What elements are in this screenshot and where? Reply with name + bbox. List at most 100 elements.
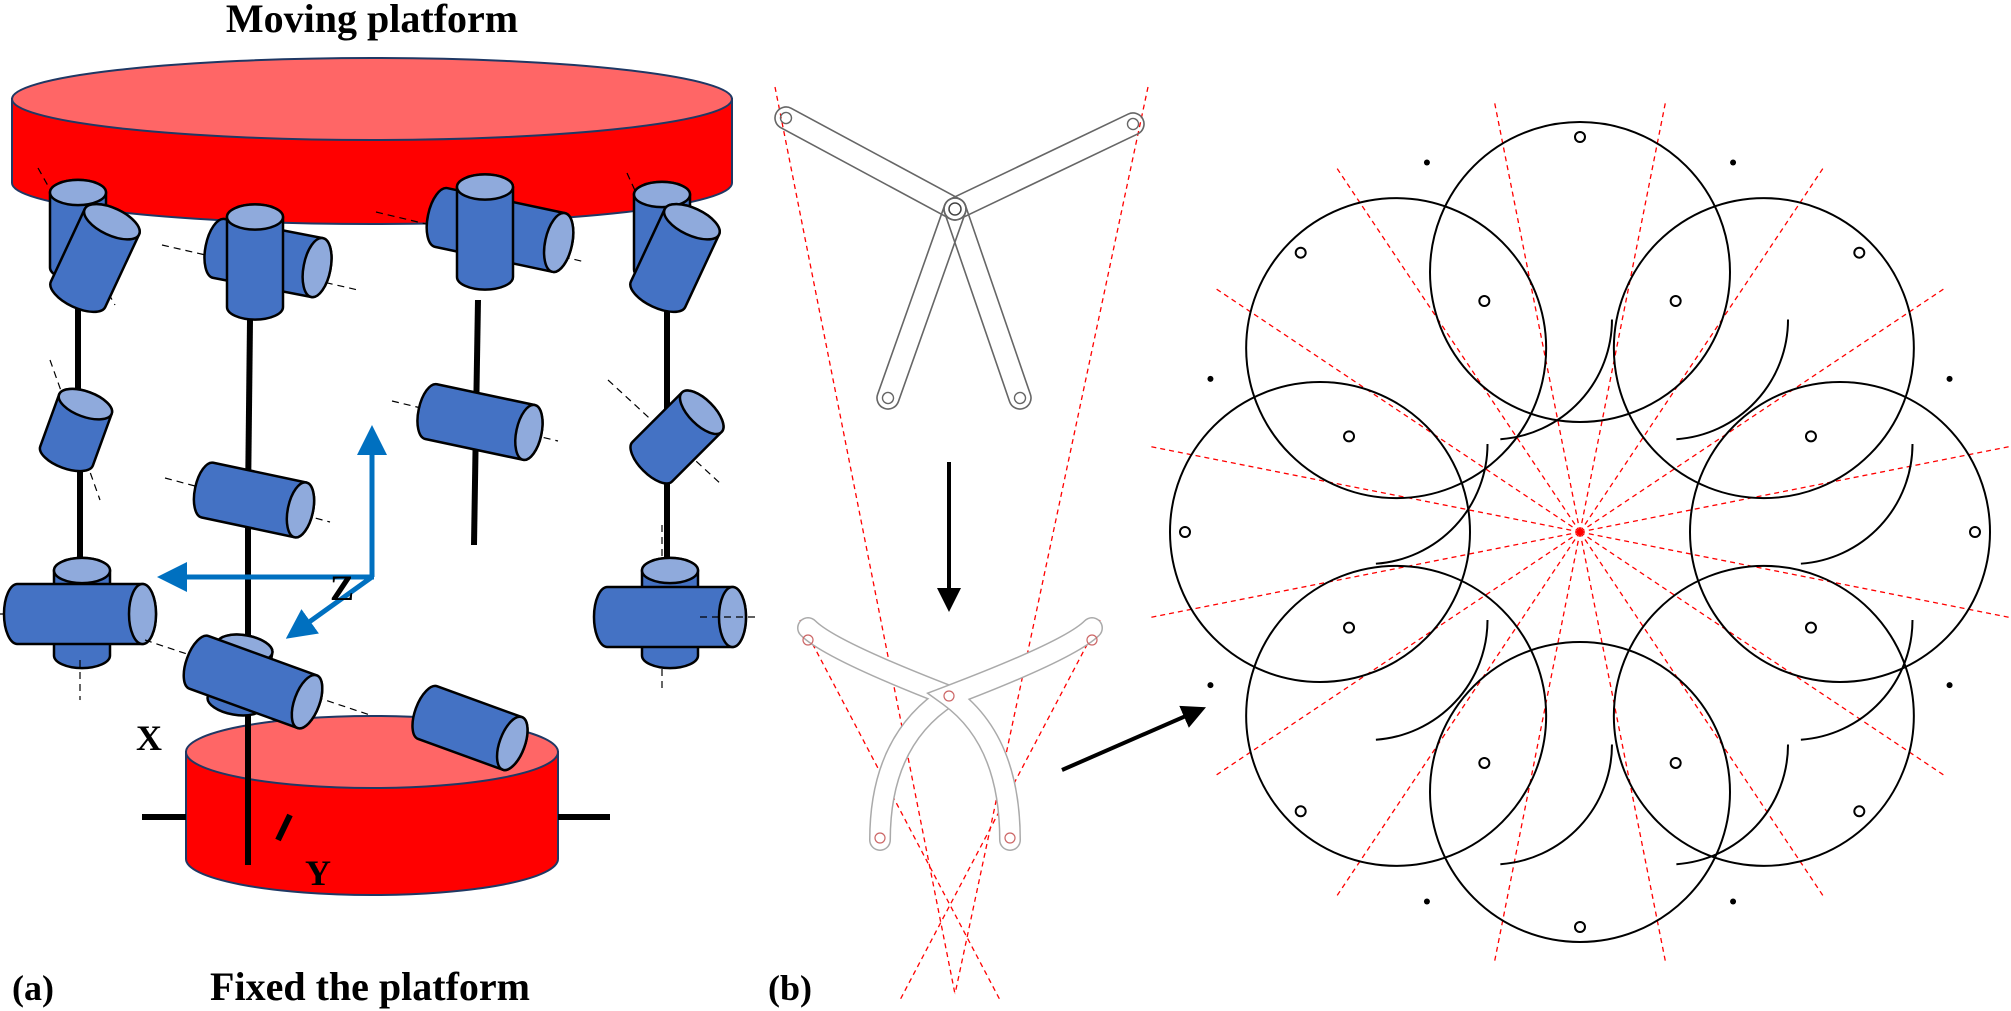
joint-end-face: [52, 556, 112, 585]
y-axis-label: Y: [305, 853, 331, 893]
inner-link-arc: [1246, 322, 1489, 565]
link-pin: [1013, 391, 1027, 405]
petal-outer-arc: [1612, 197, 1915, 500]
petal-outer-arc: [1245, 197, 1548, 500]
flower-pin-outer: [1853, 805, 1866, 818]
joint-end-face: [290, 673, 324, 730]
link-outline: [876, 197, 967, 410]
joint-end-face: [678, 389, 725, 436]
petal-outer-arc: [1429, 121, 1731, 423]
joint-end-face: [225, 203, 285, 231]
link-lower-left: [876, 197, 967, 410]
transition-arrow-diagonal: [1061, 705, 1206, 772]
leg2-base-joint-b: [182, 634, 324, 730]
panel-a-label: (a): [12, 968, 54, 1008]
flower-pin-outer: [1574, 131, 1586, 143]
guide-line: [774, 86, 956, 995]
inner-link-arc: [1671, 499, 1914, 742]
joint-axis-line: [144, 639, 371, 716]
radial-guide-line: [1579, 100, 1667, 533]
joint-end-face: [542, 211, 575, 274]
pin-joint: [1004, 832, 1016, 844]
joint-end-face: [82, 202, 141, 241]
inner-link-arc: [1370, 198, 1613, 441]
curved-link-right-fill: [929, 618, 1102, 850]
flower-joint-point: [1207, 375, 1214, 382]
flower-pin-outer: [1179, 526, 1191, 538]
radial-guide-line: [1148, 445, 1581, 533]
radial-guide-line: [1335, 531, 1581, 899]
flower-pin-inner: [1343, 430, 1356, 443]
link-outline: [774, 106, 967, 221]
flower-pin-inner: [1343, 621, 1356, 634]
link-pin: [881, 391, 895, 405]
petal-outer-arc: [1245, 564, 1548, 867]
link-lower-right: [943, 197, 1032, 410]
joint-end-face: [455, 173, 515, 201]
leg2-top-joint-vertical: [225, 203, 285, 321]
pin-joint: [943, 690, 955, 702]
pin-joint: [874, 832, 886, 844]
fixed-platform-side: [185, 751, 559, 896]
radial-guide-line: [1493, 531, 1581, 964]
moving-platform-top: [11, 57, 733, 141]
radial-guide-line: [1579, 531, 1947, 777]
flower-pin-outer: [1294, 246, 1307, 259]
joint-end-face: [285, 481, 316, 539]
radial-guide-line: [1213, 287, 1581, 533]
flower-joint-point: [1946, 375, 1953, 382]
link-pin: [779, 111, 793, 125]
leg4-middle-joint: [629, 389, 725, 485]
joint-end-face: [632, 180, 692, 209]
radial-guide-line: [1579, 287, 1947, 533]
radial-guide-line: [1579, 531, 1825, 899]
flower-pin-inner: [1478, 295, 1491, 308]
radial-guide-line: [1579, 531, 2011, 619]
flower-pin-outer: [1969, 526, 1981, 538]
leg3-top-joint-vertical: [455, 173, 515, 291]
inner-link-arc: [1547, 198, 1790, 441]
leg1-base-joint-horizontal: [2, 582, 158, 646]
flower-pin-inner: [1669, 295, 1682, 308]
flower-pin-outer: [1294, 805, 1307, 818]
inner-link-arc: [1370, 623, 1613, 866]
radial-guide-line: [1579, 445, 2011, 533]
flower-pin-inner: [1669, 756, 1682, 769]
joint-end-face: [662, 202, 721, 241]
leg1-middle-joint: [38, 387, 114, 473]
inner-link-arc: [1547, 623, 1790, 866]
leg1-top-joint-b: [49, 202, 141, 314]
link-upper-left: [774, 106, 967, 221]
leg3-base-joint: [411, 684, 529, 772]
radial-guide-line: [1213, 531, 1581, 777]
petal-outer-arc: [1689, 381, 1991, 683]
z-axis-label: Z: [330, 568, 354, 608]
joint-end-face: [48, 178, 108, 207]
panel-b-label: (b): [768, 968, 812, 1008]
radial-guide-line: [1579, 531, 1667, 964]
radial-guide-line: [1579, 165, 1825, 533]
leg-link: [275, 813, 293, 842]
x-axis-label: X: [136, 718, 162, 758]
leg3-middle-joint: [416, 382, 544, 462]
y-axis-arrow: [285, 574, 374, 639]
flower-center: [1577, 529, 1583, 535]
radial-guide-line: [1335, 165, 1581, 533]
inner-link-arc: [1246, 499, 1489, 742]
panel-a-mechanism: [0, 57, 760, 896]
flower-pin-inner: [1804, 430, 1817, 443]
flower-joint-point: [1730, 159, 1737, 166]
petal-outer-arc: [1612, 564, 1915, 867]
flower-pin-outer: [1574, 921, 1586, 933]
petal-outer-arc: [1169, 381, 1471, 683]
joint-end-face: [495, 715, 529, 772]
pin-joint: [1086, 634, 1098, 646]
leg2-middle-joint: [192, 461, 316, 539]
joint-end-face: [640, 556, 700, 585]
joint-end-face: [127, 582, 158, 646]
flower-joint-point: [1730, 898, 1737, 905]
joint-body: [629, 389, 725, 485]
flower-joint-point: [1207, 682, 1214, 689]
